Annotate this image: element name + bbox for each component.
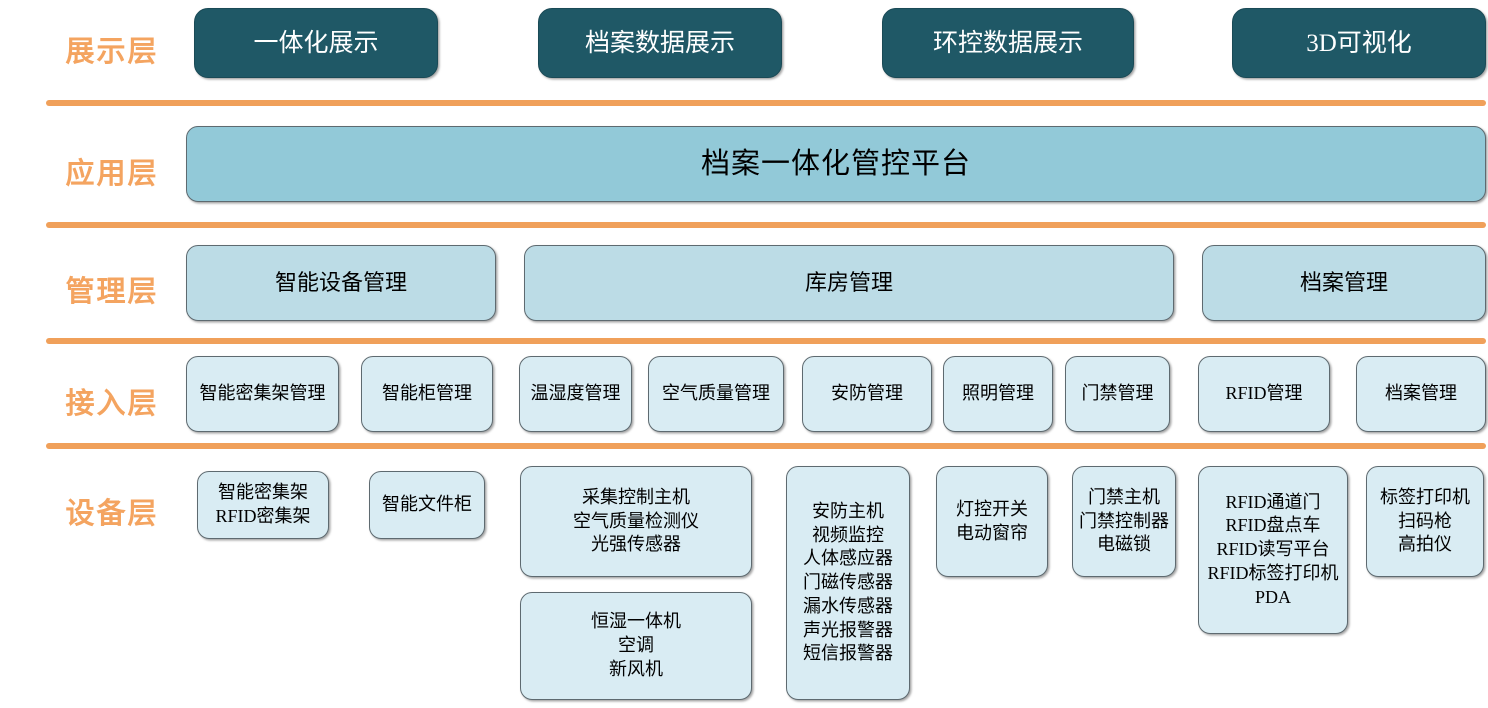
display-node-integrated-view[interactable]: 一体化展示 [194, 8, 438, 78]
access-node-temp-humidity-mgmt-label: 温湿度管理 [530, 383, 621, 404]
access-node-air-quality-mgmt[interactable]: 空气质量管理 [648, 356, 784, 432]
device-node-dense-shelf-label: 智能密集架 RFID密集架 [215, 482, 311, 526]
access-node-access-control-mgmt[interactable]: 门禁管理 [1065, 356, 1170, 432]
device-node-rfid-group[interactable]: RFID通道门 RFID盘点车 RFID读写平台 RFID标签打印机 PDA [1198, 466, 1348, 634]
device-node-rfid-group-label: RFID通道门 RFID盘点车 RFID读写平台 RFID标签打印机 PDA [1207, 491, 1339, 607]
display-node-env-data-label: 环控数据展示 [932, 29, 1083, 57]
access-node-smart-cabinet-mgmt[interactable]: 智能柜管理 [361, 356, 493, 432]
device-node-hvac-group-label: 恒湿一体机 空调 新风机 [591, 611, 681, 679]
device-node-collection-host-group[interactable]: 采集控制主机 空气质量检测仪 光强传感器 [520, 466, 752, 577]
management-node-smart-device[interactable]: 智能设备管理 [186, 245, 496, 321]
display-node-archive-data-label: 档案数据展示 [584, 29, 735, 57]
management-node-warehouse[interactable]: 库房管理 [524, 245, 1174, 321]
layer-label-device: 设备层 [65, 498, 159, 530]
layer-label-application: 应用层 [65, 158, 159, 190]
management-node-warehouse-label: 库房管理 [804, 270, 893, 296]
device-node-lighting-group[interactable]: 灯控开关 电动窗帘 [936, 466, 1048, 577]
display-node-archive-data[interactable]: 档案数据展示 [538, 8, 782, 78]
access-node-lighting-mgmt[interactable]: 照明管理 [943, 356, 1053, 432]
display-node-integrated-view-label: 一体化展示 [253, 29, 379, 57]
divider-access-device [46, 443, 1486, 449]
device-node-archive-equipment-group-label: 标签打印机 扫码枪 高拍仪 [1380, 486, 1470, 555]
access-node-lighting-mgmt-label: 照明管理 [962, 383, 1034, 404]
divider-management-access [46, 338, 1486, 344]
access-node-smart-cabinet-mgmt-label: 智能柜管理 [382, 383, 472, 404]
management-node-smart-device-label: 智能设备管理 [274, 270, 407, 296]
access-node-archive-mgmt[interactable]: 档案管理 [1356, 356, 1486, 432]
access-node-security-mgmt[interactable]: 安防管理 [802, 356, 932, 432]
application-node-platform[interactable]: 档案一体化管控平台 [186, 126, 1486, 202]
application-node-platform-label: 档案一体化管控平台 [700, 147, 971, 180]
divider-application-management [46, 222, 1486, 228]
access-node-rfid-mgmt-label: RFID管理 [1225, 383, 1303, 404]
access-node-air-quality-mgmt-label: 空气质量管理 [662, 383, 770, 404]
layer-label-management: 管理层 [65, 276, 159, 308]
access-node-security-mgmt-label: 安防管理 [831, 383, 903, 404]
access-node-archive-mgmt-label: 档案管理 [1385, 383, 1457, 404]
device-node-security-group-label: 安防主机 视频监控 人体感应器 门磁传感器 漏水传感器 声光报警器 短信报警器 [803, 500, 893, 664]
device-node-dense-shelf[interactable]: 智能密集架 RFID密集架 [197, 471, 329, 539]
device-node-collection-host-group-label: 采集控制主机 空气质量检测仪 光强传感器 [573, 486, 699, 555]
layer-label-access: 接入层 [65, 388, 159, 420]
layer-label-display: 展示层 [65, 36, 159, 68]
device-node-archive-equipment-group[interactable]: 标签打印机 扫码枪 高拍仪 [1366, 466, 1484, 577]
device-node-access-control-group-label: 门禁主机 门禁控制器 电磁锁 [1079, 486, 1169, 555]
access-node-dense-shelf-mgmt-label: 智能密集架管理 [199, 383, 326, 404]
device-node-security-group[interactable]: 安防主机 视频监控 人体感应器 门磁传感器 漏水传感器 声光报警器 短信报警器 [786, 466, 910, 700]
display-node-env-data[interactable]: 环控数据展示 [882, 8, 1134, 78]
management-node-archive[interactable]: 档案管理 [1202, 245, 1486, 321]
device-node-hvac-group[interactable]: 恒湿一体机 空调 新风机 [520, 592, 752, 700]
display-node-3d-visualization-label: 3D可视化 [1306, 29, 1412, 57]
device-node-lighting-group-label: 灯控开关 电动窗帘 [956, 498, 1028, 543]
divider-display-application [46, 100, 1486, 106]
access-node-dense-shelf-mgmt[interactable]: 智能密集架管理 [186, 356, 339, 432]
access-node-access-control-mgmt-label: 门禁管理 [1081, 383, 1154, 404]
access-node-temp-humidity-mgmt[interactable]: 温湿度管理 [519, 356, 632, 432]
device-node-smart-file-cabinet-label: 智能文件柜 [382, 494, 472, 515]
device-node-smart-file-cabinet[interactable]: 智能文件柜 [369, 471, 485, 539]
access-node-rfid-mgmt[interactable]: RFID管理 [1198, 356, 1330, 432]
display-node-3d-visualization[interactable]: 3D可视化 [1232, 8, 1486, 78]
device-node-access-control-group[interactable]: 门禁主机 门禁控制器 电磁锁 [1072, 466, 1176, 577]
management-node-archive-label: 档案管理 [1299, 270, 1388, 296]
